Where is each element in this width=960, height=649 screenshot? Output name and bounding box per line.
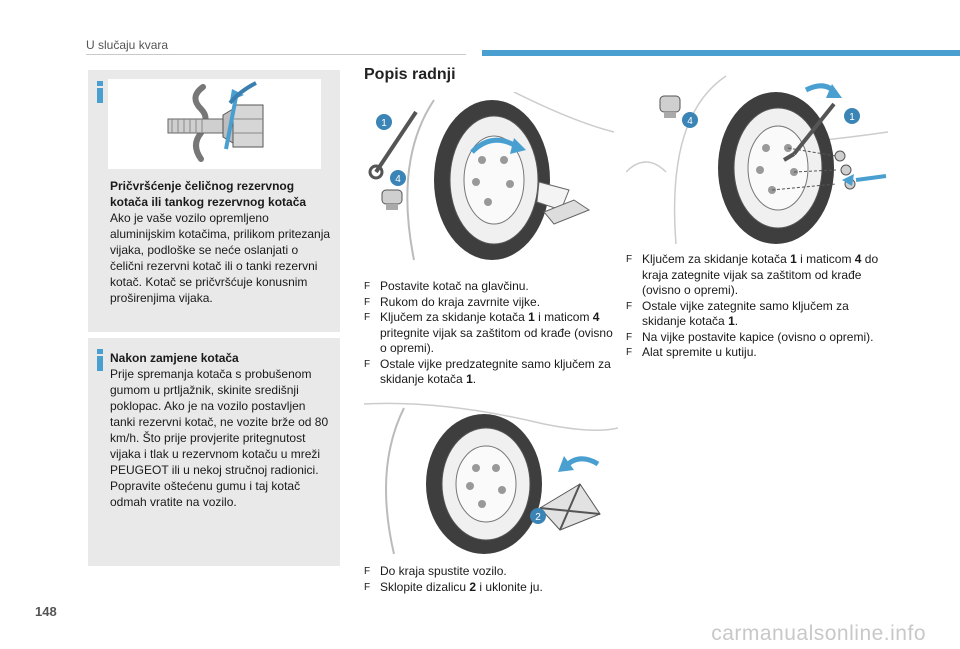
bullet-icon: F <box>626 347 633 358</box>
callout-lock: 4 <box>395 174 401 185</box>
bullet-icon: F <box>626 300 633 312</box>
page-number: 148 <box>35 604 57 619</box>
bullet-icon: F <box>626 254 633 265</box>
illustration-final-tightening: 4 1 <box>625 72 889 245</box>
callout-lock: 4 <box>687 116 693 127</box>
watermark: carmanualsonline.info <box>711 622 926 645</box>
bullet-icon: F <box>364 358 371 370</box>
bullet-icon: F <box>364 281 371 292</box>
bolt-illustration <box>108 79 321 169</box>
bullet-icon: F <box>364 566 371 577</box>
callout-jack: 2 <box>535 512 541 523</box>
info-box-body: Ako je vaše vozilo opremljeno aluminijsk… <box>110 211 331 305</box>
info-box-heading: Nakon zamjene kotača <box>110 351 239 365</box>
info-box-heading: Pričvršćenje čeličnog rezervnog kotača i… <box>110 179 307 209</box>
header-accent-bar <box>482 50 960 56</box>
bullet-icon: F <box>364 296 371 308</box>
bullet-icon: F <box>364 312 371 323</box>
info-box-after-wheel-change: Nakon zamjene kotača Prije spremanja kot… <box>88 338 340 566</box>
info-box-text: Pričvršćenje čeličnog rezervnog kotača i… <box>110 178 334 306</box>
info-box-spare-wheel-fixing: Pričvršćenje čeličnog rezervnog kotača i… <box>88 70 340 332</box>
section-title: Popis radnji <box>364 66 456 83</box>
header-rule <box>86 54 466 55</box>
info-box-body: Prije spremanja kotača s probušenom gumo… <box>110 367 329 509</box>
info-icon <box>95 349 105 371</box>
header-title: U slučaju kvara <box>86 38 169 52</box>
callout-key: 1 <box>381 118 387 129</box>
callout-key: 1 <box>849 112 855 123</box>
bullet-icon: F <box>364 581 371 593</box>
bullet-icon: F <box>626 331 633 343</box>
info-icon <box>95 81 105 103</box>
illustration-lower-vehicle: 2 <box>363 398 619 555</box>
info-box-text: Nakon zamjene kotača Prije spremanja kot… <box>110 350 334 510</box>
illustration-tighten-bolts: 1 4 <box>364 91 618 268</box>
